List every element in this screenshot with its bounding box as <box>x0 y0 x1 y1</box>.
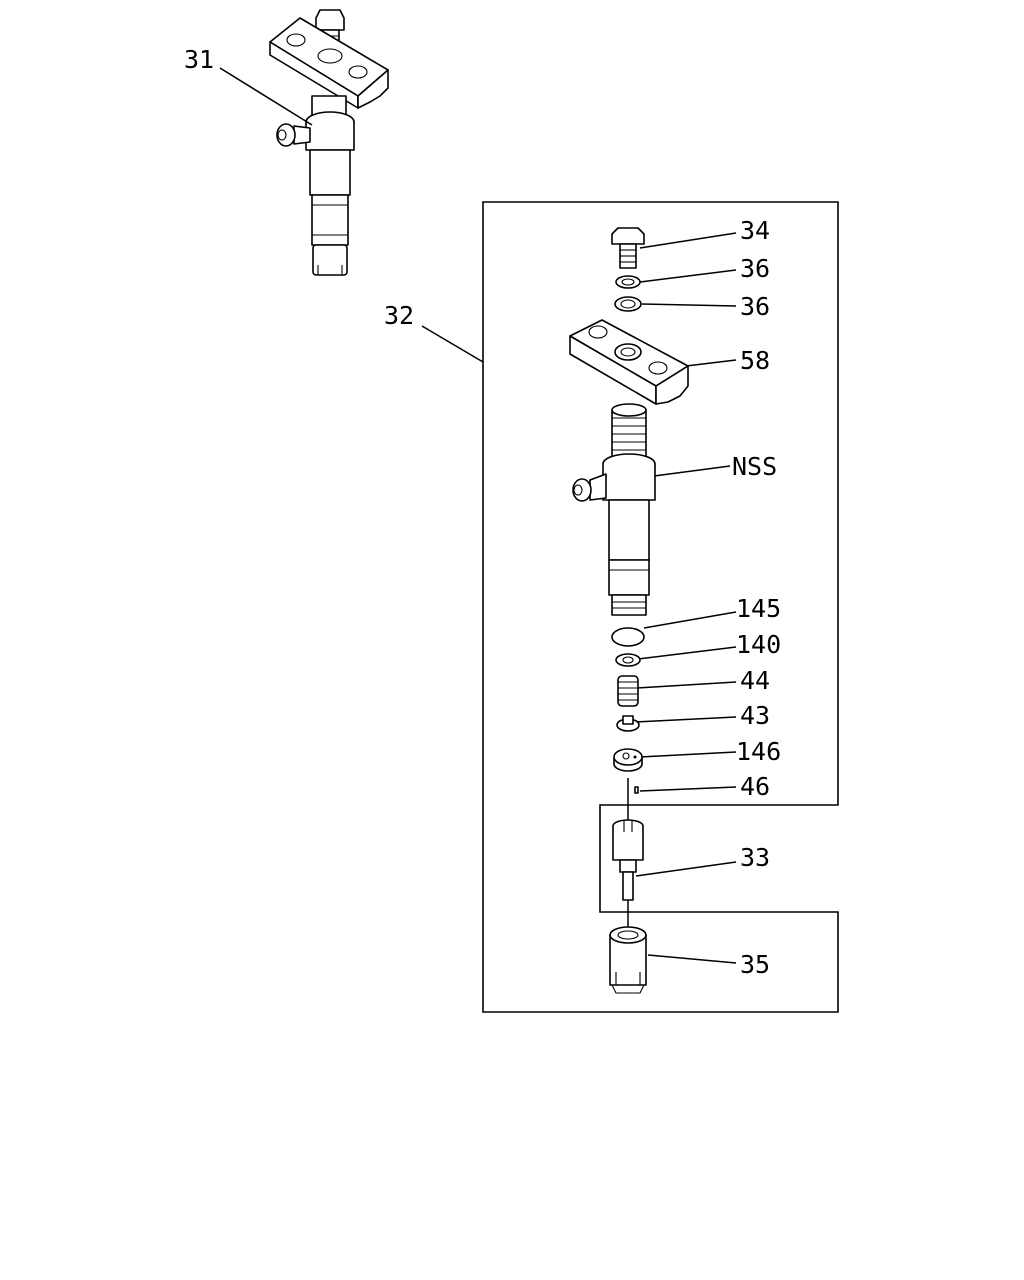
callout-146: 146 <box>736 737 781 766</box>
callout-32: 32 <box>384 301 414 330</box>
callout-36-upper: 36 <box>740 254 770 283</box>
part-146-spacer <box>613 748 643 772</box>
injector-assembly <box>269 9 389 276</box>
part-145-o-ring <box>611 627 645 647</box>
callout-43: 43 <box>740 701 770 730</box>
callout-labels: 31 32 34 36 36 58 NSS 145 140 44 43 146 … <box>184 45 781 979</box>
callout-31: 31 <box>184 45 214 74</box>
callout-58: 58 <box>740 346 770 375</box>
kit-boundary-box <box>482 201 839 1013</box>
part-35-nozzle-nut <box>609 926 647 994</box>
part-33-nozzle <box>612 819 644 935</box>
part-43-spring-seat <box>616 715 640 732</box>
part-46-pin <box>627 778 639 820</box>
part-58-clamp <box>569 319 689 405</box>
callout-44: 44 <box>740 666 770 695</box>
part-44-spring <box>617 675 639 707</box>
callout-140: 140 <box>736 630 781 659</box>
callout-36-lower: 36 <box>740 292 770 321</box>
part-140-washer <box>615 653 641 667</box>
part-nss-injector-body <box>572 403 656 616</box>
callout-35: 35 <box>740 950 770 979</box>
callout-33: 33 <box>740 843 770 872</box>
callout-nss: NSS <box>732 452 777 481</box>
part-34-bolt <box>611 227 645 269</box>
leader-lines <box>219 67 737 964</box>
part-36-washer-lower <box>614 296 642 312</box>
callout-46: 46 <box>740 772 770 801</box>
callout-145: 145 <box>736 594 781 623</box>
part-36-washer-upper <box>615 275 641 289</box>
callout-34: 34 <box>740 216 770 245</box>
